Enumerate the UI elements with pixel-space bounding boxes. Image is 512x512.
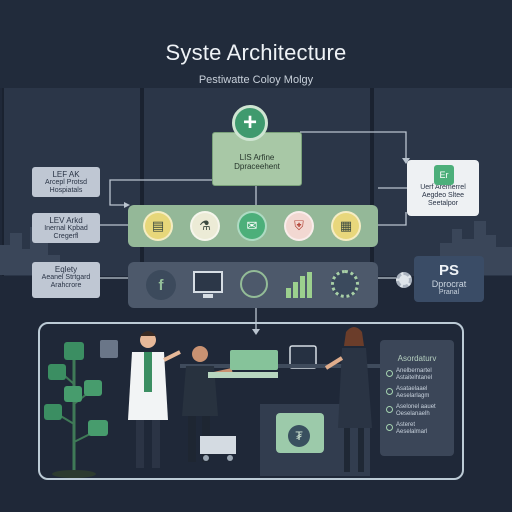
info-item-3[interactable]: Aselonel aauet Oeselanaelh	[396, 404, 436, 418]
left-card-1: LEF AK Arcepl Protsd Hospiatals	[32, 167, 100, 197]
info-item-4-icon	[386, 424, 393, 431]
document-icon[interactable]: ▤	[143, 211, 173, 241]
left-card-1-title: LEF AK	[52, 170, 80, 179]
currency-icon: ₮	[288, 425, 310, 447]
ps-line1: Dprocrat	[431, 279, 467, 289]
info-item-1-icon	[386, 370, 393, 377]
top-component-box: LIS Arfine Dpraceehent	[212, 132, 302, 186]
info-panel	[380, 340, 454, 456]
lab-icon[interactable]: ⚗	[190, 211, 220, 241]
left-card-1-line2: Hospiatals	[49, 187, 83, 194]
left-card-3-title: Eqlety	[54, 265, 78, 274]
info-item-3-line1: Aselonel aauet	[396, 404, 436, 410]
right-card-line2: Aegdeo Sltee	[421, 192, 465, 199]
ps-title: PS	[438, 262, 459, 279]
left-card-2-line2: Cregerfl	[53, 233, 79, 240]
monitor-icon[interactable]	[193, 271, 223, 293]
bottom-panel	[38, 322, 464, 480]
right-card-icon: Er	[434, 165, 454, 185]
chat-icon[interactable]: ✉	[237, 211, 267, 241]
ps-line2: Pranal	[438, 289, 460, 296]
folder-icon[interactable]: ▦	[331, 211, 361, 241]
info-item-2-line1: Asataelaael	[396, 386, 428, 392]
desk-screen	[230, 350, 278, 370]
right-card-line1: Uerf Aremerrel	[420, 184, 466, 191]
page-subtitle: Pestiwatte Coloy Molgy	[198, 74, 314, 86]
left-card-3-line2: Arahcrore	[50, 282, 82, 289]
analyst-figure	[324, 327, 372, 472]
left-card-3: Eqlety Aeanel Strtgard Arahcrore	[32, 262, 100, 298]
info-item-4-line1: Asteret	[396, 422, 416, 428]
doctor-figure	[128, 331, 181, 468]
info-item-3-line2: Oeselanaelh	[396, 411, 430, 417]
info-item-2-icon	[386, 388, 393, 395]
gear-icon[interactable]	[331, 270, 359, 298]
info-item-2[interactable]: Asataelaael Aeselarlagm	[396, 386, 429, 400]
right-card-line3: Seetalpor	[428, 200, 458, 207]
info-item-2-line2: Aeselarlagm	[396, 393, 430, 399]
shield-icon[interactable]: ⛨	[284, 211, 314, 241]
monitor-stand	[203, 294, 213, 298]
info-item-1-line1: Anelbernartel	[396, 368, 432, 374]
plus-icon: +	[232, 105, 268, 141]
page-title: Syste Architecture	[165, 40, 347, 65]
left-card-2-line1: Inernal Kpbad	[44, 225, 88, 232]
left-card-1-line1: Arcepl Protsd	[44, 179, 88, 186]
tree-illustration	[44, 342, 108, 478]
left-card-2-title: LEV Arkd	[49, 216, 83, 225]
info-item-1-line2: Astaitelhtanel	[396, 375, 433, 381]
top-box-line2: Dpraceehent	[234, 162, 280, 171]
info-item-1[interactable]: Anelbernartel Astaitelhtanel	[396, 368, 432, 382]
right-card: Uerf Aremerrel Aegdeo Sltee Seetalpor	[407, 160, 479, 216]
leaf-icon[interactable]: f	[146, 270, 176, 300]
top-box-line1: LIS Arfine	[239, 153, 275, 162]
globe-icon[interactable]	[240, 270, 268, 298]
left-card-3-line1: Aeanel Strtgard	[41, 274, 91, 281]
info-item-4-line2: Aeselalmarl	[396, 429, 428, 435]
left-card-2: LEV Arkd Inernal Kpbad Cregerfl	[32, 213, 100, 243]
info-item-4[interactable]: Asteret Aeselalmarl	[396, 422, 427, 436]
info-panel-title: Asordaturv	[397, 354, 437, 363]
ps-box: PS Dprocrat Pranal	[414, 256, 484, 302]
bar-chart-icon[interactable]	[284, 270, 314, 298]
settings-gear-icon[interactable]	[396, 272, 412, 288]
info-item-3-icon	[386, 406, 393, 413]
header	[0, 0, 512, 88]
